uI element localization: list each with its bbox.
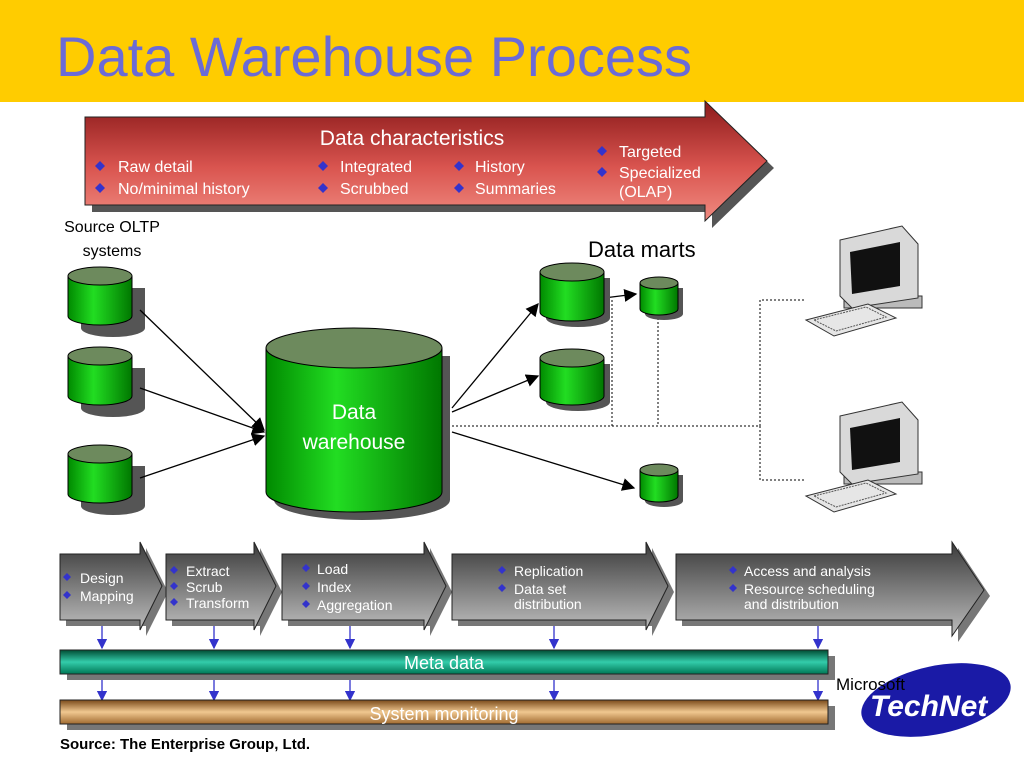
characteristics-bullets (95, 146, 607, 193)
stage-data-set: Data set (514, 581, 566, 597)
stage-transform: Transform (186, 595, 249, 611)
char-integrated: Integrated (340, 159, 412, 176)
computer-icon-top (804, 225, 923, 337)
slide-title: Data Warehouse Process (56, 25, 692, 88)
data-mart-cylinder-2 (539, 348, 610, 411)
warehouse-label-line1: Data (332, 401, 377, 424)
logo-microsoft-text: Microsoft (836, 675, 905, 694)
meta-data-label: Meta data (404, 653, 485, 673)
stage-arrow-extract (165, 541, 282, 636)
char-olap: (OLAP) (619, 184, 672, 201)
stage-design: Design (80, 570, 124, 586)
source-oltp-label-line1: Source OLTP (64, 219, 160, 236)
stage-arrow-design (59, 541, 168, 636)
system-monitoring-bar (59, 699, 835, 730)
source-oltp-cylinder-2 (67, 346, 145, 417)
title-bar: Data Warehouse Process (0, 0, 1024, 102)
char-summaries: Summaries (475, 181, 556, 198)
stage-mapping: Mapping (80, 588, 134, 604)
stage-aggregation: Aggregation (317, 597, 393, 613)
logo-technet-text: TechNet (870, 690, 989, 723)
data-warehouse-cylinder (265, 327, 450, 520)
char-specialized: Specialized (619, 165, 701, 182)
char-history: History (475, 159, 525, 176)
data-mart-small-cylinder-1 (639, 276, 683, 320)
source-to-warehouse-arrows (139, 309, 266, 479)
stage-bullets (63, 564, 737, 608)
stage-index: Index (317, 579, 351, 595)
stage-arrow-access (675, 540, 990, 642)
warehouse-label-line2: warehouse (302, 431, 406, 454)
source-oltp-cylinder-1 (67, 266, 145, 337)
warehouse-to-marts-arrows (451, 289, 638, 491)
char-targeted: Targeted (619, 144, 681, 161)
technet-logo: Microsoft TechNet (836, 663, 1011, 737)
stage-access-analysis: Access and analysis (744, 563, 871, 579)
stage-arrow-load (281, 541, 452, 636)
stage-connectors (96, 626, 824, 702)
stage-distribution: distribution (514, 596, 582, 612)
dotted-link-top (452, 299, 804, 427)
stage-extract: Extract (186, 563, 230, 579)
dotted-link-bottom (759, 426, 804, 481)
data-marts-label: Data marts (588, 237, 696, 262)
meta-data-bar (59, 649, 835, 680)
data-characteristics-arrow (84, 99, 774, 228)
char-no-history: No/minimal history (118, 181, 250, 198)
source-oltp-cylinder-3 (67, 444, 145, 515)
char-scrubbed: Scrubbed (340, 181, 409, 198)
source-oltp-label-line2: systems (83, 243, 142, 260)
stage-scrub: Scrub (186, 579, 223, 595)
char-raw-detail: Raw detail (118, 159, 193, 176)
stage-replication: Replication (514, 563, 583, 579)
stage-resource-scheduling: Resource scheduling (744, 581, 875, 597)
data-mart-cylinder-1 (539, 262, 610, 327)
system-monitoring-label: System monitoring (369, 704, 518, 724)
stage-arrow-replication (451, 541, 674, 636)
source-note: Source: The Enterprise Group, Ltd. (60, 736, 311, 753)
stage-and-distribution: and distribution (744, 596, 839, 612)
data-mart-small-cylinder-2 (639, 463, 683, 507)
computer-icon-bottom (804, 401, 923, 513)
characteristics-heading: Data characteristics (320, 127, 504, 150)
stage-load: Load (317, 561, 348, 577)
